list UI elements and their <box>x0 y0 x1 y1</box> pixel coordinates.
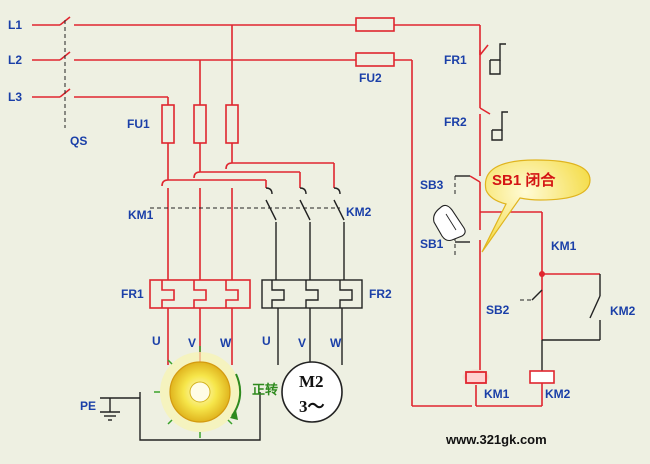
callout-bubble <box>481 159 591 253</box>
label-km2-main: KM2 <box>346 205 372 219</box>
label-w1: W <box>220 336 232 350</box>
label-km1-coil: KM1 <box>484 387 510 401</box>
hand-pointer-icon <box>433 204 466 242</box>
fuse-fu2-b <box>355 52 395 67</box>
label-fr2-main: FR2 <box>369 287 392 301</box>
label-km2-coil: KM2 <box>545 387 571 401</box>
fuse-fu2-a <box>355 17 395 32</box>
label-l3: L3 <box>8 90 22 104</box>
label-sb3: SB3 <box>420 178 444 192</box>
label-qs: QS <box>70 134 87 148</box>
label-u2: U <box>262 334 271 348</box>
label-sb2: SB2 <box>486 303 510 317</box>
motor1-status: 正转 <box>252 382 278 397</box>
km2-main-contacts <box>240 187 345 280</box>
label-fr1-ctrl: FR1 <box>444 53 467 67</box>
label-pe: PE <box>80 399 96 413</box>
label-l2: L2 <box>8 53 22 67</box>
km1-main-contacts <box>150 162 240 280</box>
label-v1: V <box>188 336 196 350</box>
label-fu2: FU2 <box>359 71 382 85</box>
label-m2: M2 <box>299 372 324 391</box>
label-fr2-ctrl: FR2 <box>444 115 467 129</box>
motor-m2 <box>281 361 343 423</box>
label-km2-ctrl: KM2 <box>610 304 636 318</box>
label-v2: V <box>298 336 306 350</box>
label-m2-phase: 3～ <box>299 397 325 416</box>
label-l1: L1 <box>8 18 22 32</box>
watermark: www.321gk.com <box>445 432 547 447</box>
motor-m1 <box>100 346 261 441</box>
label-sb1: SB1 <box>420 237 444 251</box>
label-km1-main: KM1 <box>128 208 154 222</box>
label-w2: W <box>330 336 342 350</box>
label-u1: U <box>152 334 161 348</box>
label-km1-ctrl: KM1 <box>551 239 577 253</box>
power-verticals <box>161 25 335 188</box>
control-circuit <box>454 43 601 407</box>
fr2-thermal-relay <box>261 279 363 365</box>
callout-text: SB1 闭合 <box>492 171 556 189</box>
label-fr1-main: FR1 <box>121 287 144 301</box>
supply-lines <box>32 16 481 407</box>
label-fu1: FU1 <box>127 117 150 131</box>
